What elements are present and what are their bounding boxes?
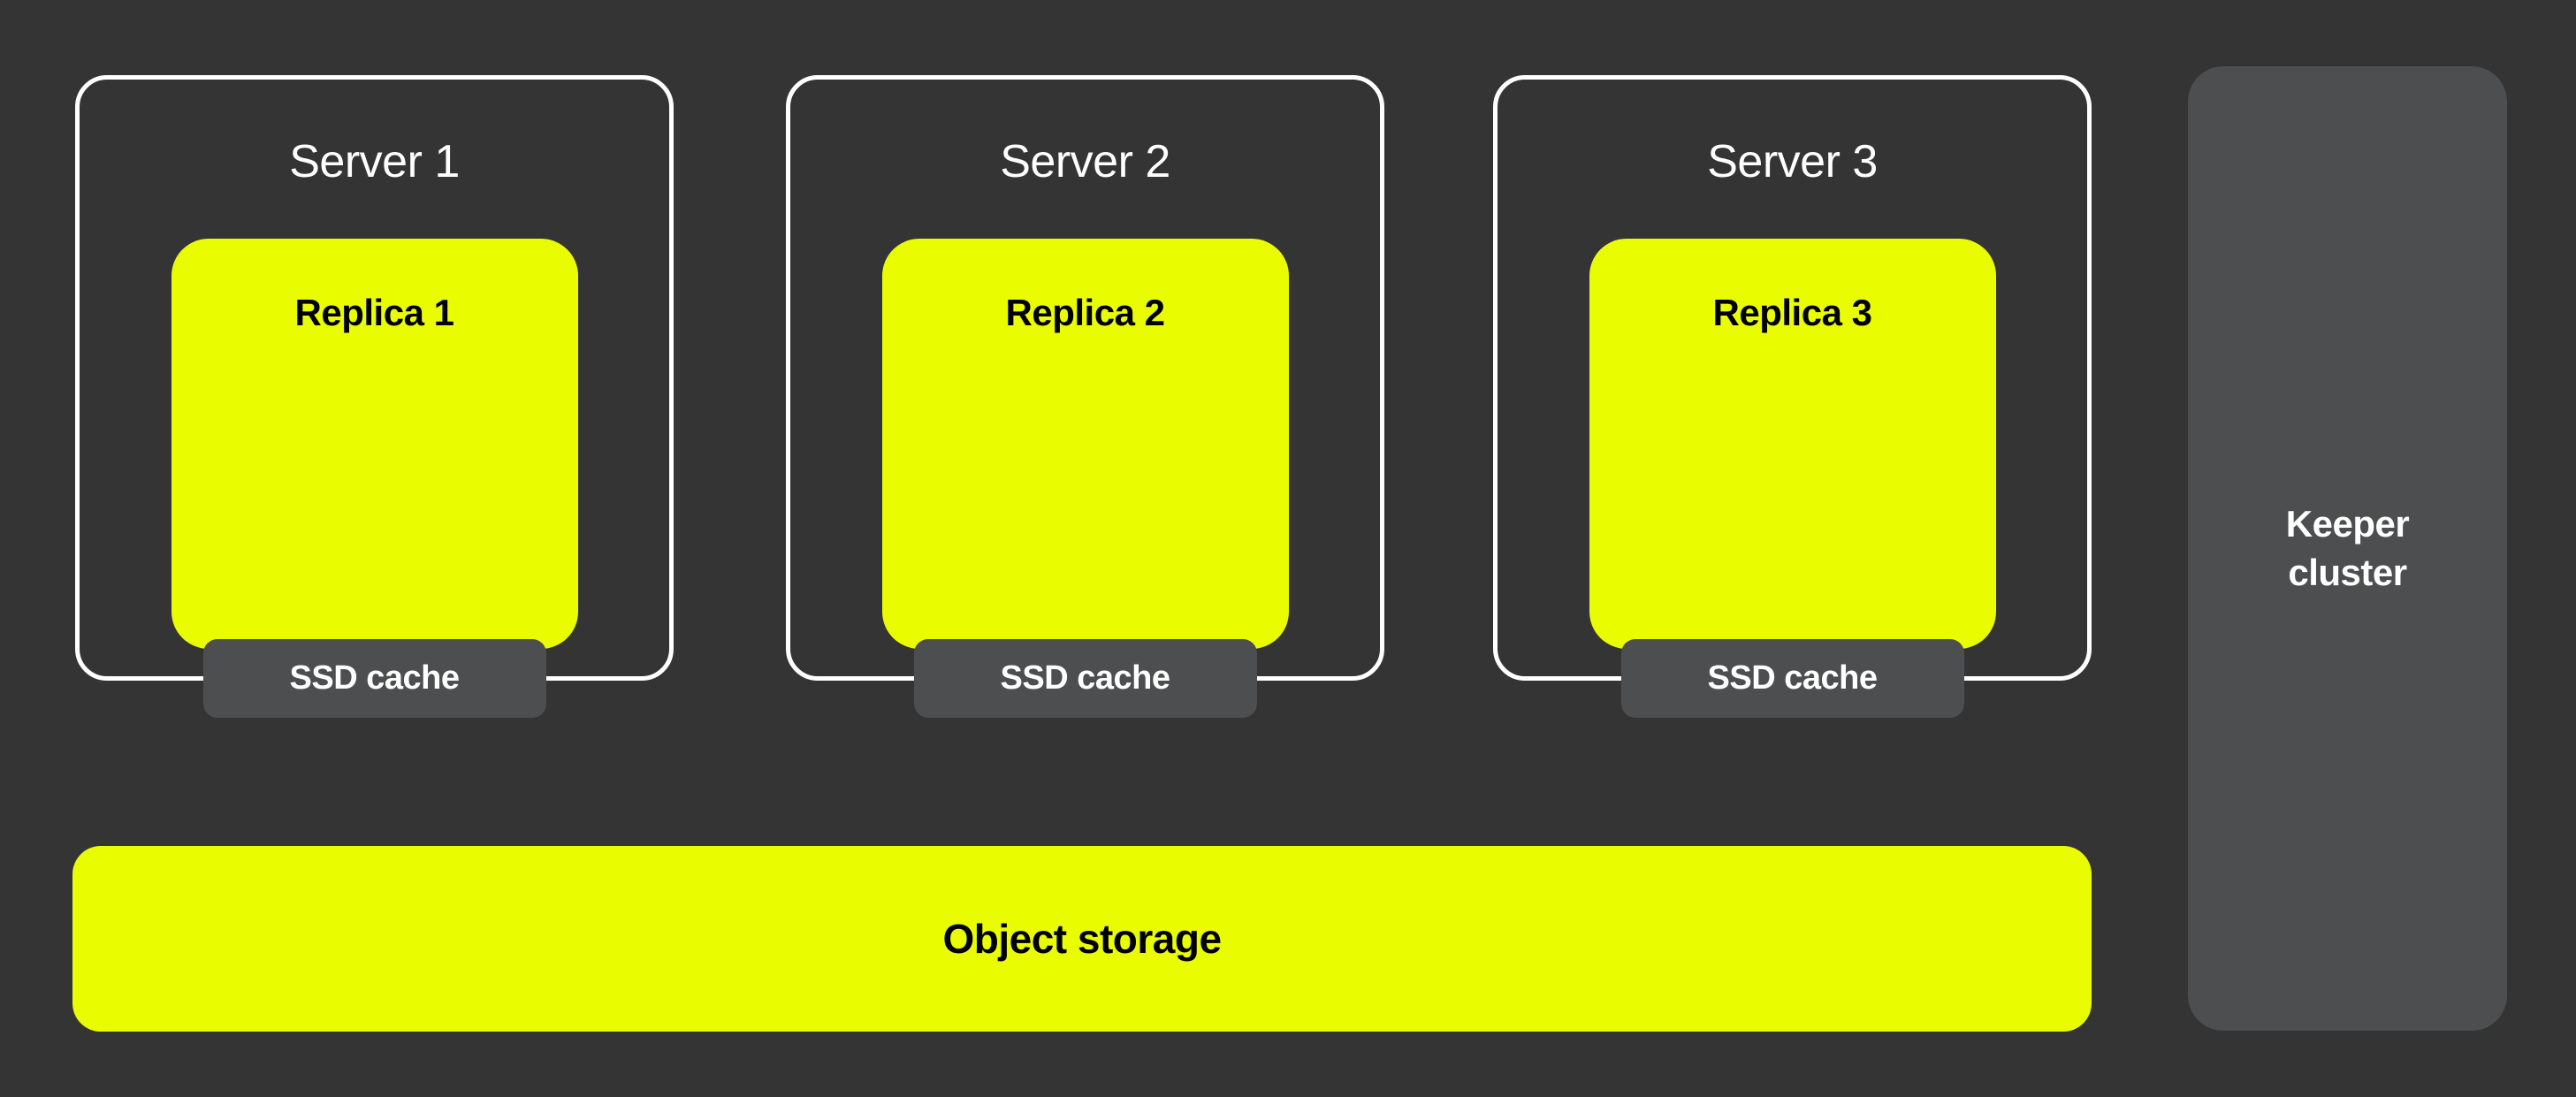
server-3-ssd-cache-badge: SSD cache xyxy=(1620,639,1964,718)
server-3-ssd-cache-label: SSD cache xyxy=(1707,659,1878,697)
replica-1-box: Replica 1 xyxy=(171,239,578,649)
server-2-box: Server 2 Replica 2 SSD cache xyxy=(786,75,1384,718)
object-storage-bar: Object storage xyxy=(72,846,2092,1032)
replica-1-label: Replica 1 xyxy=(294,292,454,333)
server-1-ssd-cache-badge: SSD cache xyxy=(202,639,546,718)
object-storage-label: Object storage xyxy=(942,916,1222,962)
server-2-ssd-cache-label: SSD cache xyxy=(1000,659,1170,697)
replica-3-label: Replica 3 xyxy=(1712,292,1872,333)
server-2-ssd-cache-badge: SSD cache xyxy=(913,639,1257,718)
server-2-title: Server 2 xyxy=(1000,136,1170,187)
server-3-box: Server 3 Replica 3 SSD cache xyxy=(1493,75,2092,718)
keeper-cluster-label: Keeper cluster xyxy=(2285,502,2410,593)
replica-2-box: Replica 2 xyxy=(881,239,1289,649)
replica-2-label: Replica 2 xyxy=(1005,292,1165,333)
server-1-box: Server 1 Replica 1 SSD cache xyxy=(75,75,674,718)
server-1-ssd-cache-label: SSD cache xyxy=(289,659,460,697)
server-3-title: Server 3 xyxy=(1707,136,1878,187)
server-1-title: Server 1 xyxy=(289,136,460,187)
replica-3-box: Replica 3 xyxy=(1589,239,1996,649)
keeper-cluster-panel: Keeper cluster xyxy=(2188,66,2507,1031)
